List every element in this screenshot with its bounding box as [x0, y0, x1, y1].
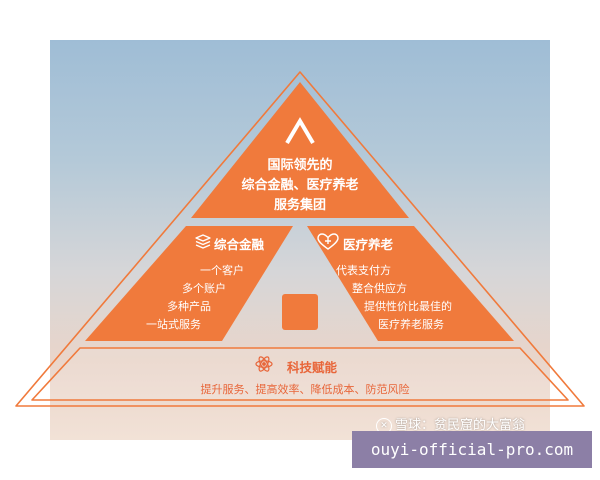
url-text[interactable]: ouyi-official-pro.com	[370, 440, 574, 459]
healthcare-item: 医疗养老服务	[378, 318, 444, 331]
pyramid-top-section	[191, 82, 409, 218]
top-section-title: 国际领先的 综合金融、医疗养老 服务集团	[241, 156, 358, 216]
pyramid-finance-section	[85, 226, 293, 341]
center-square	[282, 294, 318, 330]
atom-icon	[255, 356, 273, 372]
watermark-text: 雪球：贫民窟的大富翁	[395, 418, 526, 433]
top-line-2: 综合金融、医疗养老	[241, 178, 359, 193]
url-banner: ouyi-official-pro.com	[352, 431, 592, 468]
tech-title: 科技赋能	[286, 360, 338, 375]
top-line-1: 国际领先的	[267, 158, 333, 173]
healthcare-item: 整合供应方	[352, 282, 407, 295]
pyramid-tech-section	[31, 347, 569, 401]
tech-description: 提升服务、提高效率、降低成本、防范风险	[200, 383, 410, 396]
healthcare-item: 提供性价比最佳的	[364, 300, 452, 313]
finance-title: 综合金融	[214, 237, 265, 252]
heart-plus-icon	[317, 233, 339, 250]
finance-item: 一个客户	[200, 264, 244, 277]
healthcare-title: 医疗养老	[343, 237, 394, 252]
healthcare-item: 代表支付方	[336, 264, 391, 277]
finance-item: 多个账户	[182, 282, 226, 295]
pyramid-healthcare-section	[307, 226, 514, 341]
finance-item: 一站式服务	[146, 318, 201, 331]
caret-up-icon	[285, 117, 315, 145]
layers-icon	[195, 234, 211, 249]
pyramid-outline	[15, 71, 585, 407]
top-line-3: 服务集团	[273, 198, 327, 213]
finance-item: 多种产品	[167, 300, 211, 313]
